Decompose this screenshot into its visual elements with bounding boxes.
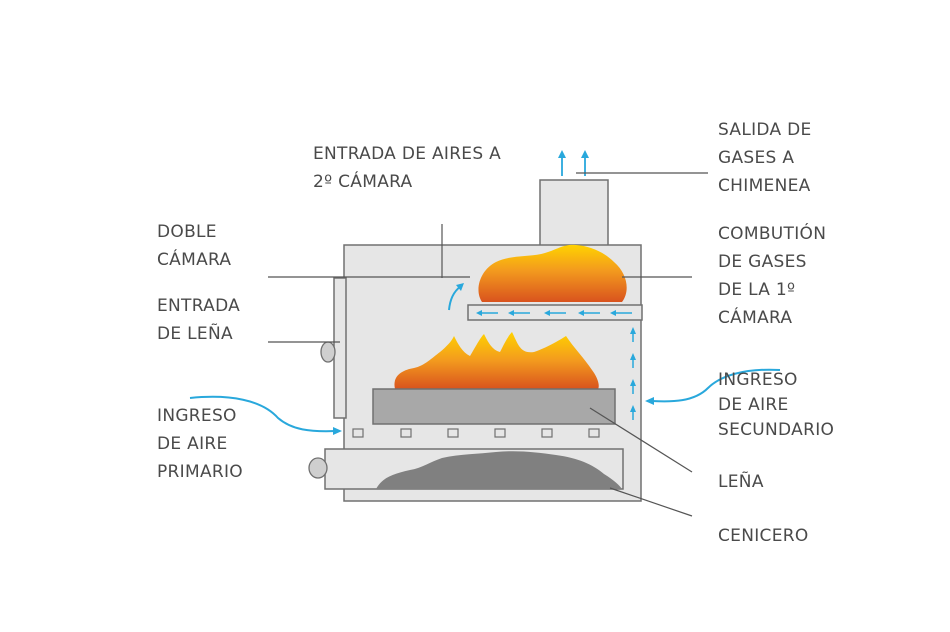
upper-flame	[478, 244, 627, 302]
label-salida-gases: SALIDA DE GASES A CHIMENEA	[718, 120, 812, 196]
wood-door	[333, 277, 347, 419]
label-entrada-aires: ENTRADA DE AIRES A 2º CÁMARA	[313, 144, 502, 192]
ash-pile	[376, 451, 622, 489]
label-entrada-lena: ENTRADA DE LEÑA	[157, 296, 241, 344]
label-doble-camara: DOBLE CÁMARA	[157, 222, 232, 270]
exhaust-arrows	[558, 150, 589, 176]
grate-bars	[352, 428, 600, 438]
lower-flame	[394, 332, 599, 389]
baffle-air-arrows	[476, 310, 632, 316]
primary-air-arrow	[189, 395, 342, 435]
label-combustion: COMBUTIÓN DE GASES DE LA 1º CÁMARA	[718, 224, 827, 328]
secondary-entry-arrow	[448, 283, 464, 311]
label-ingreso-primario: INGRESO DE AIRE PRIMARIO	[157, 406, 243, 482]
ash-drawer-knob	[308, 457, 328, 479]
leader-lines	[268, 172, 708, 517]
chimney	[539, 179, 609, 247]
wood-grate-block	[372, 388, 616, 425]
label-lena: LEÑA	[718, 472, 764, 492]
label-cenicero: CENICERO	[718, 526, 809, 546]
label-ingreso-secundario: INGRESO DE AIRE SECUNDARIO	[718, 370, 835, 440]
wood-door-knob	[320, 341, 336, 363]
secondary-air-arrow	[645, 368, 781, 405]
secondary-air-riser-arrows	[630, 327, 636, 420]
